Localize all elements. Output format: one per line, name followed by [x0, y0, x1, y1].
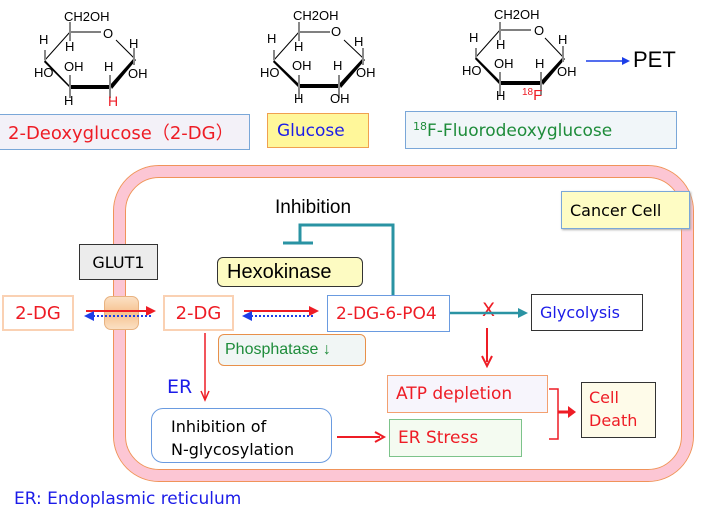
fdg-label-isotope: 18 [413, 119, 427, 133]
glycolysis-arrow [450, 308, 528, 318]
ho-c4: HO [260, 65, 280, 80]
glycolysis-box: Glycolysis [531, 294, 643, 331]
glucose-structure: CH2OH O H H H HO OH H OH H OH [230, 0, 430, 110]
glut1-text: GLUT1 [92, 252, 145, 272]
h-c5b: H [294, 39, 304, 54]
er-arrow [200, 333, 210, 402]
er-stress-text: ER Stress [398, 428, 479, 448]
2dg-6-po4-box: 2-DG-6-PO4 [327, 295, 450, 332]
oh-c3: OH [494, 56, 514, 71]
n-glycosylation-box: Inhibition of N-glycosylation [151, 408, 332, 463]
c2-substituent-oh: OH [330, 91, 350, 106]
fdg-label-box: 18F-Fluorodeoxyglucose [405, 111, 677, 149]
cell-death-box: Cell Death [581, 382, 656, 438]
ring-oxygen: O [103, 26, 114, 41]
outside-2dg-box: 2-DG [2, 295, 74, 331]
h-c5: H [39, 32, 49, 47]
atp-depletion-box: ATP depletion [387, 375, 548, 413]
oh-c3: OH [64, 59, 84, 74]
h-c2: H [535, 56, 545, 71]
c2-substituent-18f: 18F [522, 87, 543, 104]
h-c1: H [558, 32, 568, 47]
deoxyglucose-label: 2-Deoxyglucose（2-DG） [8, 123, 234, 144]
glycolysis-text: Glycolysis [540, 303, 620, 322]
pet-arrow-head [622, 57, 630, 65]
oh-c1: OH [128, 66, 148, 81]
ch2oh-text: CH2OH [64, 9, 110, 24]
h-c1: H [129, 36, 139, 51]
h-c5b: H [496, 37, 506, 52]
c2-substituent-h: H [108, 93, 119, 109]
influx-arrow [86, 306, 156, 316]
ho-c4: HO [462, 63, 482, 78]
glut1-label: GLUT1 [79, 244, 158, 280]
fdg-ring-bonds [475, 22, 630, 95]
phosphatase-box: Phosphatase ↓ [218, 334, 366, 366]
glucose-label-box: Glucose [267, 113, 369, 148]
atp-depletion-text: ATP depletion [396, 384, 513, 404]
h-c3: H [496, 88, 506, 103]
phosphorylation-arrow [244, 306, 319, 316]
efflux-arrow-dotted [84, 311, 152, 321]
fluorine: F [533, 87, 543, 104]
glucose-label: Glucose [277, 120, 345, 141]
isotope-mass: 18 [522, 87, 534, 98]
oh-c3: OH [292, 58, 312, 73]
er-stress-box: ER Stress [389, 419, 522, 457]
h-c5b: H [65, 39, 75, 54]
h-c2: H [104, 59, 114, 74]
ring-oxygen: O [331, 24, 342, 39]
dephosphorylation-arrow-dotted [242, 311, 315, 321]
cell-death-bracket [549, 388, 576, 440]
oh-c1: OH [356, 65, 376, 80]
h-c5: H [469, 30, 479, 45]
footnote: ER: Endoplasmic reticulum [14, 489, 242, 509]
glut1-transporter-icon [104, 296, 139, 330]
deoxyglucose-label-box: 2-Deoxyglucose（2-DG） [0, 114, 250, 150]
inside-2dg-text: 2-DG [175, 302, 222, 324]
phosphatase-text: Phosphatase ↓ [225, 341, 331, 358]
block-mark: X [482, 299, 496, 321]
inhibition-label: Inhibition [275, 197, 352, 218]
hexokinase-text: Hexokinase [227, 260, 332, 283]
cancer-cell-label: Cancer Cell [561, 191, 690, 229]
glucose-ring-bonds [273, 22, 365, 98]
ring-oxygen: O [534, 23, 545, 38]
ch2oh-text: CH2OH [293, 8, 339, 23]
h-c3: H [294, 91, 304, 106]
hexokinase-box: Hexokinase [217, 257, 363, 287]
fdg-label: 18F-Fluorodeoxyglucose [413, 120, 612, 141]
hexokinase-inhibition-connector [283, 223, 395, 295]
ho-c4: HO [34, 65, 54, 80]
deoxyglucose-ring-bonds [44, 22, 136, 98]
cancer-cell-title: Cancer Cell [570, 200, 662, 220]
pet-label: PET [633, 47, 676, 72]
h-c3: H [64, 93, 74, 108]
2dg-6-po4-text: 2-DG-6-PO4 [336, 303, 437, 324]
n-glycosylation-line2: N-glycosylation [171, 440, 295, 459]
h-c2: H [333, 58, 343, 73]
ch2oh-text: CH2OH [494, 7, 540, 22]
deoxyglucose-structure: CH2OH O H H H HO OH H OH H H [0, 0, 200, 110]
oh-c1: OH [557, 64, 577, 79]
cell-death-line1: Cell [589, 388, 619, 407]
n-glycosylation-line1: Inhibition of [171, 417, 267, 436]
h-c1: H [354, 34, 364, 49]
fdg-label-text: F-Fluorodeoxyglucose [427, 120, 613, 141]
outside-2dg-text: 2-DG [15, 302, 61, 324]
er-label: ER [167, 376, 193, 398]
fdg-structure: CH2OH O H H H HO OH H OH H 18F PET [400, 0, 709, 110]
inside-2dg-box: 2-DG [163, 295, 234, 331]
er-stress-arrow [337, 431, 387, 443]
atp-depletion-arrow [481, 328, 493, 369]
cell-death-line2: Death [589, 411, 638, 430]
h-c5: H [267, 31, 277, 46]
